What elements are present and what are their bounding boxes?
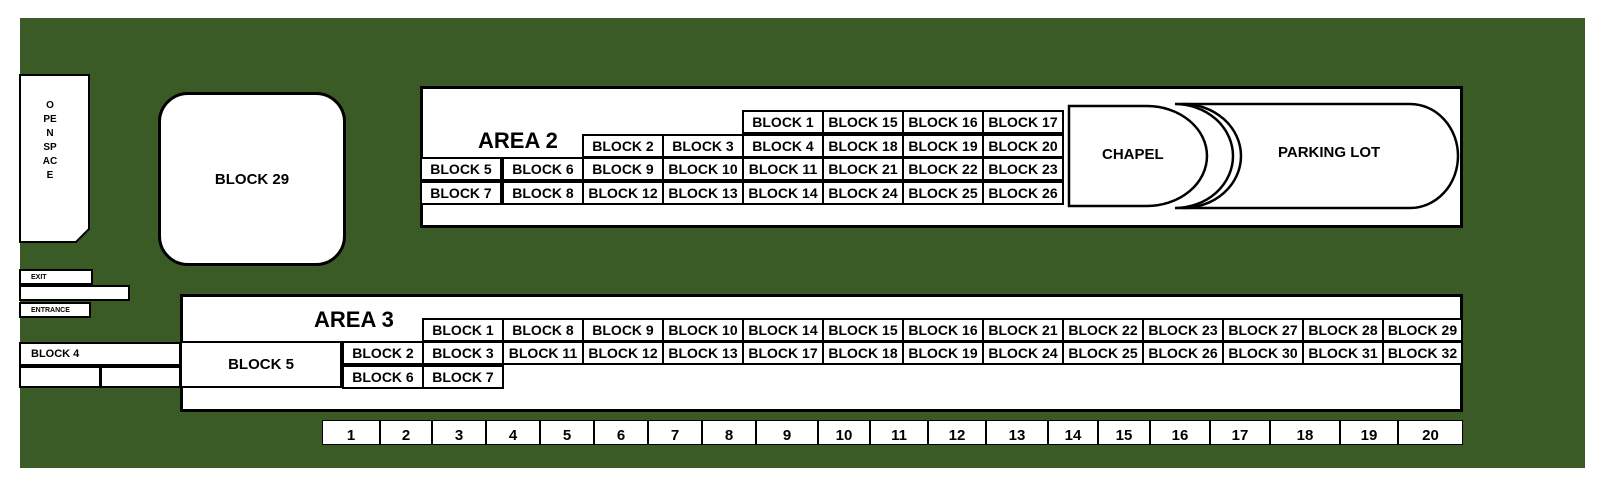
exit-box: EXIT xyxy=(19,269,93,285)
block-cell[interactable]: BLOCK 22 xyxy=(1062,318,1144,342)
block-cell[interactable]: BLOCK 14 xyxy=(742,318,824,342)
block-cell[interactable]: BLOCK 13 xyxy=(662,341,744,365)
plot-number: 19 xyxy=(1340,420,1398,445)
block-cell[interactable]: BLOCK 8 xyxy=(502,181,584,205)
block-cell[interactable]: BLOCK 29 xyxy=(1382,318,1463,342)
chapel-label: CHAPEL xyxy=(1102,146,1164,163)
block-cell[interactable]: BLOCK 24 xyxy=(982,341,1064,365)
block-cell[interactable]: BLOCK 5 xyxy=(420,157,502,181)
block-cell[interactable]: BLOCK 10 xyxy=(662,318,744,342)
block-cell[interactable]: BLOCK 3 xyxy=(422,341,504,365)
plot-number: 2 xyxy=(380,420,432,445)
block-cell[interactable]: BLOCK 22 xyxy=(902,157,984,181)
block-cell[interactable]: BLOCK 9 xyxy=(582,318,664,342)
block-cell[interactable]: BLOCK 21 xyxy=(982,318,1064,342)
plot-number: 17 xyxy=(1210,420,1270,445)
block-cell[interactable]: BLOCK 17 xyxy=(742,341,824,365)
block-cell[interactable]: BLOCK 1 xyxy=(422,318,504,342)
block-cell[interactable]: BLOCK 12 xyxy=(582,181,664,205)
block-cell[interactable]: BLOCK 8 xyxy=(502,318,584,342)
block-cell[interactable]: BLOCK 15 xyxy=(822,110,904,134)
plot-number: 13 xyxy=(986,420,1048,445)
block-cell[interactable]: BLOCK 2 xyxy=(342,341,424,365)
block-cell[interactable]: BLOCK 19 xyxy=(902,341,984,365)
block-4-label: BLOCK 4 xyxy=(31,348,80,360)
open-space-label: O PE N SP AC E xyxy=(42,100,58,181)
block-cell[interactable]: BLOCK 18 xyxy=(822,134,904,158)
block-cell[interactable]: BLOCK 10 xyxy=(662,157,744,181)
block-cell[interactable]: BLOCK 20 xyxy=(982,134,1064,158)
walkway-box xyxy=(19,285,130,301)
block-cell[interactable]: BLOCK 23 xyxy=(982,157,1064,181)
plot-number: 10 xyxy=(818,420,870,445)
plot-number: 15 xyxy=(1098,420,1150,445)
entrance-box: ENTRANCE xyxy=(19,302,91,318)
plot-number: 18 xyxy=(1270,420,1340,445)
area-3-title: AREA 3 xyxy=(314,307,394,332)
exit-label: EXIT xyxy=(31,274,47,281)
block-cell[interactable]: BLOCK 26 xyxy=(982,181,1064,205)
block-cell[interactable]: BLOCK 6 xyxy=(502,157,584,181)
block-cell[interactable]: BLOCK 9 xyxy=(582,157,664,181)
block-cell[interactable]: BLOCK 26 xyxy=(1142,341,1224,365)
plot-number: 8 xyxy=(702,420,756,445)
block-cell[interactable]: BLOCK 25 xyxy=(1062,341,1144,365)
plot-number: 4 xyxy=(486,420,540,445)
block-cell[interactable]: BLOCK 16 xyxy=(902,110,984,134)
plot-number: 20 xyxy=(1398,420,1463,445)
area-3-block-5[interactable]: BLOCK 5 xyxy=(180,341,342,388)
block-cell[interactable]: BLOCK 19 xyxy=(902,134,984,158)
left-box-b xyxy=(100,366,181,388)
block-cell[interactable]: BLOCK 30 xyxy=(1222,341,1304,365)
block-4-left[interactable]: BLOCK 4 xyxy=(19,342,181,366)
block-cell[interactable]: BLOCK 24 xyxy=(822,181,904,205)
plot-number: 14 xyxy=(1048,420,1098,445)
block-cell[interactable]: BLOCK 1 xyxy=(742,110,824,134)
block-cell[interactable]: BLOCK 27 xyxy=(1222,318,1304,342)
block-cell[interactable]: BLOCK 23 xyxy=(1142,318,1224,342)
open-space-shape xyxy=(19,74,90,243)
plot-number: 16 xyxy=(1150,420,1210,445)
block-cell[interactable]: BLOCK 2 xyxy=(582,134,664,158)
plot-number: 5 xyxy=(540,420,594,445)
chapel-parking-shapes xyxy=(1067,102,1460,210)
block-cell[interactable]: BLOCK 4 xyxy=(742,134,824,158)
plot-number: 12 xyxy=(928,420,986,445)
block-cell[interactable]: BLOCK 7 xyxy=(422,365,504,389)
block-cell[interactable]: BLOCK 32 xyxy=(1382,341,1463,365)
block-cell[interactable]: BLOCK 21 xyxy=(822,157,904,181)
block-cell[interactable]: BLOCK 18 xyxy=(822,341,904,365)
block-29[interactable]: BLOCK 29 xyxy=(158,92,346,266)
block-cell[interactable]: BLOCK 15 xyxy=(822,318,904,342)
block-cell[interactable]: BLOCK 12 xyxy=(582,341,664,365)
block-cell[interactable]: BLOCK 16 xyxy=(902,318,984,342)
block-cell[interactable]: BLOCK 28 xyxy=(1302,318,1384,342)
block-cell[interactable]: BLOCK 17 xyxy=(982,110,1064,134)
plot-number: 7 xyxy=(648,420,702,445)
parking-lot-label: PARKING LOT xyxy=(1278,144,1381,161)
entrance-label: ENTRANCE xyxy=(31,307,70,314)
block-cell[interactable]: BLOCK 3 xyxy=(662,134,744,158)
block-cell[interactable]: BLOCK 11 xyxy=(502,341,584,365)
block-cell[interactable]: BLOCK 31 xyxy=(1302,341,1384,365)
plot-number: 11 xyxy=(870,420,928,445)
block-cell[interactable]: BLOCK 13 xyxy=(662,181,744,205)
block-cell[interactable]: BLOCK 14 xyxy=(742,181,824,205)
block-cell[interactable]: BLOCK 7 xyxy=(420,181,502,205)
plot-number: 9 xyxy=(756,420,818,445)
block-cell[interactable]: BLOCK 11 xyxy=(742,157,824,181)
plot-number: 6 xyxy=(594,420,648,445)
block-cell[interactable]: BLOCK 6 xyxy=(342,365,424,389)
left-box-a xyxy=(19,366,101,388)
plot-number: 1 xyxy=(322,420,380,445)
area-2-title: AREA 2 xyxy=(478,128,558,153)
plot-number: 3 xyxy=(432,420,486,445)
block-cell[interactable]: BLOCK 25 xyxy=(902,181,984,205)
